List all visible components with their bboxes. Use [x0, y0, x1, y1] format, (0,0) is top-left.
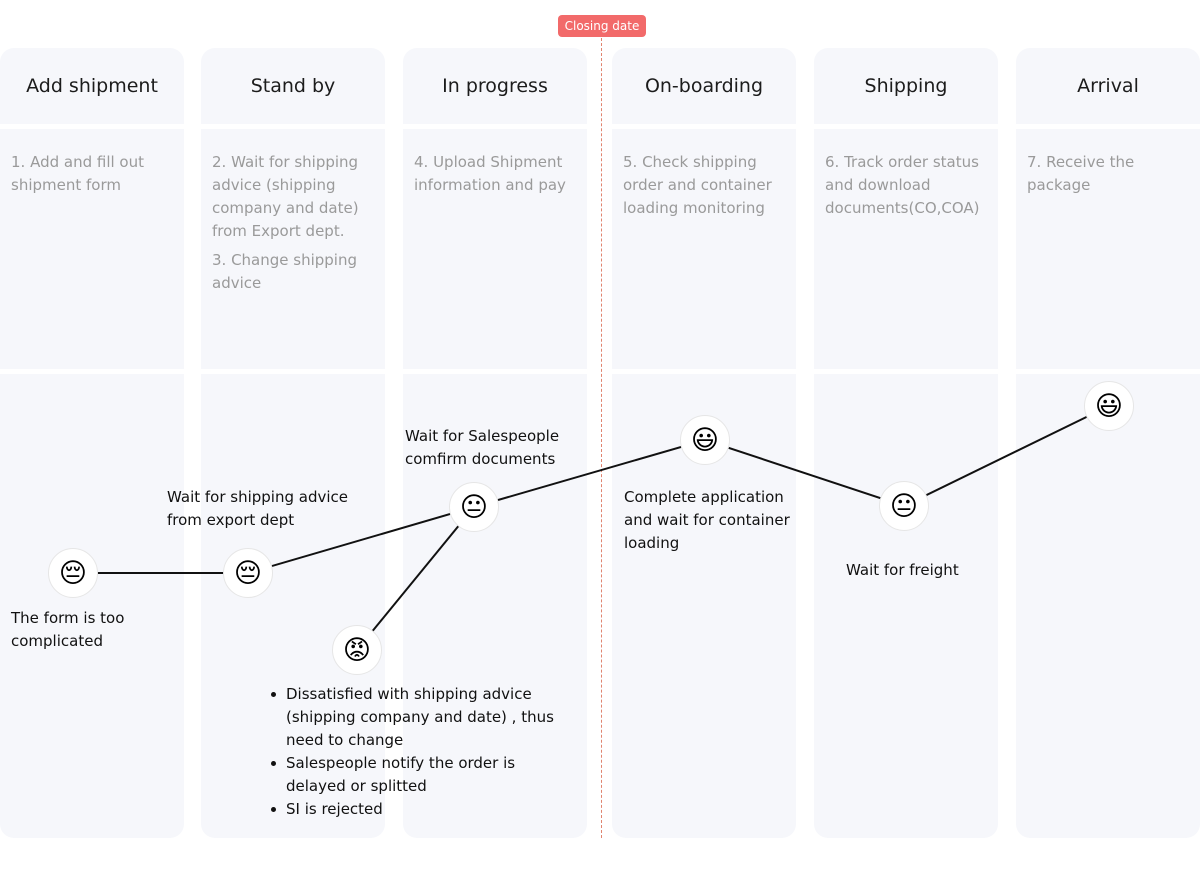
emotion-note: Complete application and wait for contai…: [624, 488, 790, 552]
stage-steps-panel: 4. Upload Shipment information and pay: [403, 129, 587, 369]
stage-title: Arrival: [1016, 48, 1200, 124]
stage-column-add-shipment: Add shipment 1. Add and fill out shipmen…: [0, 48, 184, 838]
stage-title: In progress: [403, 48, 587, 124]
pain-point-item: Dissatisfied with shipping advice (shipp…: [268, 683, 558, 752]
stage-emotion-panel: [1016, 374, 1200, 838]
stage-column-in-progress: In progress 4. Upload Shipment informati…: [403, 48, 587, 838]
stage-step: 2. Wait for shipping advice (shipping co…: [212, 153, 359, 240]
emotion-note: Wait for shipping advice from export dep…: [167, 488, 349, 529]
stage-steps-panel: 7. Receive the package: [1016, 129, 1200, 369]
stage-step: 6. Track order status and download docum…: [825, 153, 980, 217]
stage-emotion-panel: [201, 374, 385, 838]
stage-emotion-panel: [814, 374, 998, 838]
stage-title: Stand by: [201, 48, 385, 124]
emotion-note: Wait for Salespeople comfirm documents: [405, 427, 560, 468]
stage-emotion-panel: [403, 374, 587, 838]
stage-step: 1. Add and fill out shipment form: [11, 153, 144, 194]
emotion-note: The form is too complicated: [11, 609, 125, 650]
stage-steps-panel: 2. Wait for shipping advice (shipping co…: [201, 129, 385, 369]
closing-date-badge: Closing date: [558, 15, 646, 37]
neutral-face-icon: 😐: [879, 481, 929, 531]
stage-steps-panel: 6. Track order status and download docum…: [814, 129, 998, 369]
pain-point-item: Salespeople notify the order is delayed …: [268, 752, 558, 798]
emotion-line-branch: [356, 506, 475, 651]
stage-step: 7. Receive the package: [1027, 153, 1135, 194]
stage-title: Shipping: [814, 48, 998, 124]
stage-step: 4. Upload Shipment information and pay: [414, 153, 566, 194]
stage-column-arrival: Arrival 7. Receive the package: [1016, 48, 1200, 838]
stage-column-stand-by: Stand by 2. Wait for shipping advice (sh…: [201, 48, 385, 838]
stage-title: Add shipment: [0, 48, 184, 124]
smiley-face-icon: 😃: [680, 415, 730, 465]
stage-step: 3. Change shipping advice: [212, 251, 358, 292]
pain-point-item: SI is rejected: [268, 798, 558, 821]
angry-face-icon: 😡: [332, 625, 382, 675]
neutral-face-icon: 😐: [449, 482, 499, 532]
stage-step: 5. Check shipping order and container lo…: [623, 153, 772, 217]
smiley-face-icon: 😃: [1084, 381, 1134, 431]
stage-steps-panel: 5. Check shipping order and container lo…: [612, 129, 796, 369]
stage-column-on-boarding: On-boarding 5. Check shipping order and …: [612, 48, 796, 838]
stage-steps-panel: 1. Add and fill out shipment form: [0, 129, 184, 369]
pensive-face-icon: 😔: [48, 548, 98, 598]
pain-point-list: Dissatisfied with shipping advice (shipp…: [268, 683, 558, 821]
stage-title: On-boarding: [612, 48, 796, 124]
stage-column-shipping: Shipping 6. Track order status and downl…: [814, 48, 998, 838]
emotion-note: Wait for freight: [846, 561, 959, 579]
stage-emotion-panel: [0, 374, 184, 838]
emotion-line-main: [73, 405, 1110, 574]
pensive-face-icon: 😔: [223, 548, 273, 598]
closing-date-line: [601, 38, 602, 838]
